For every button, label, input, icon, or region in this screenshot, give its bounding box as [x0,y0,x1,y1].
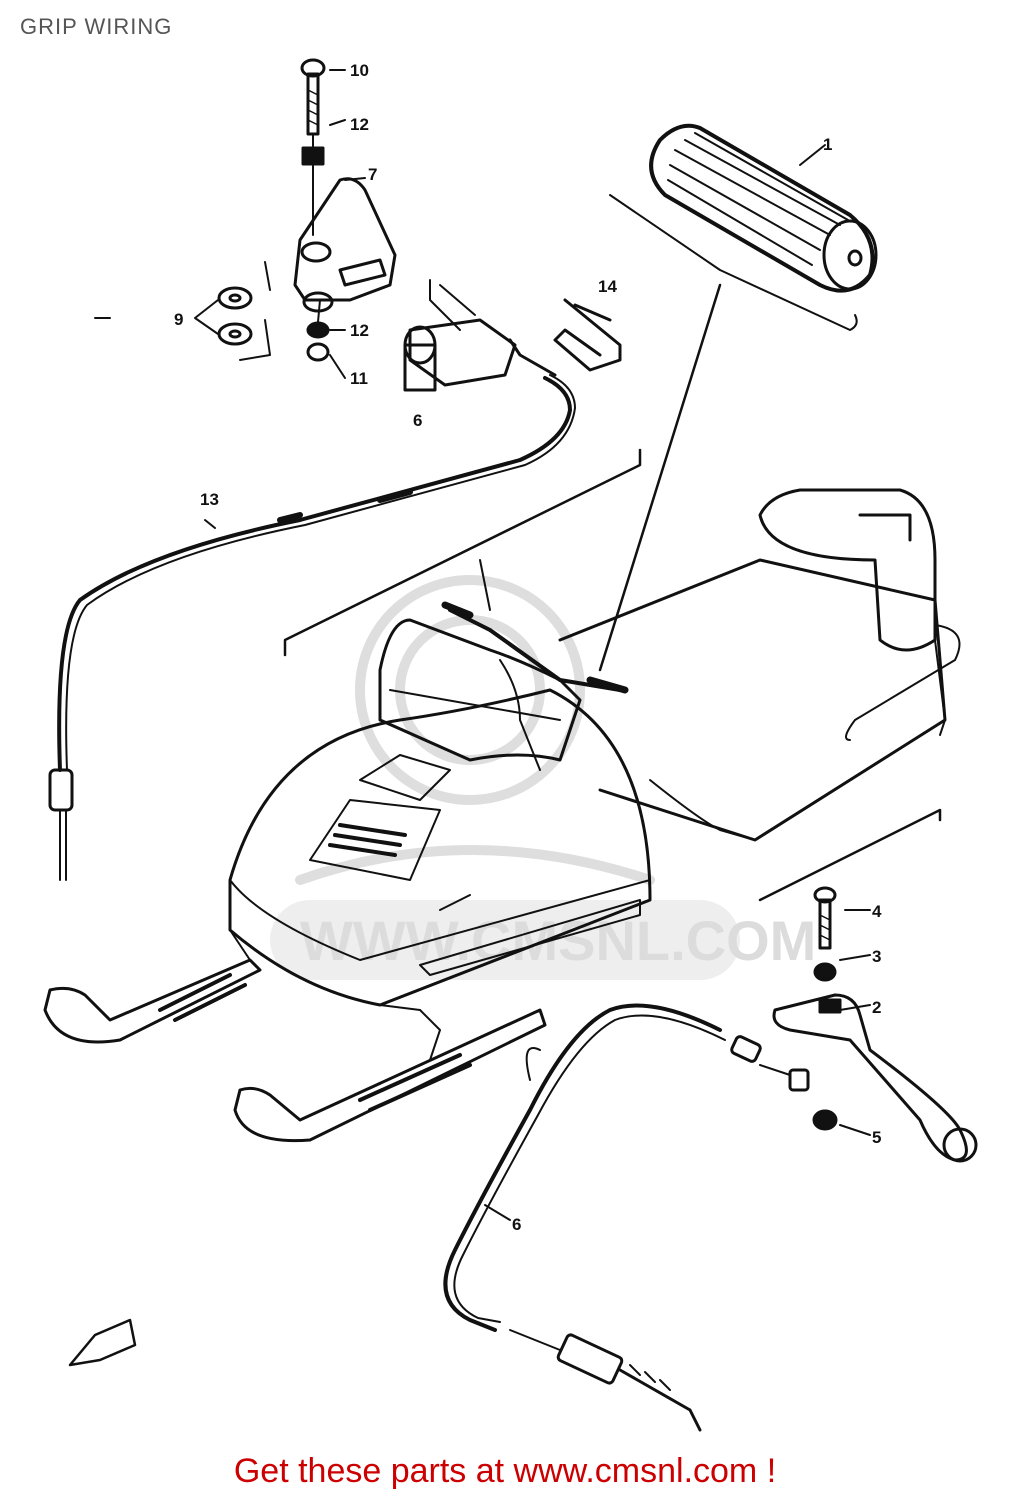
callout-4: 4 [872,902,882,921]
part-8-switch [403,279,557,392]
cmsnl-footer-link[interactable]: Get these parts at www.cmsnl.com ! [233,1452,777,1490]
part-1-grip [609,123,878,331]
part-12-spacer-top [301,146,325,166]
callout-2: 2 [872,998,881,1017]
part-10-bolt [300,58,326,136]
part-12-spacer-bottom [306,321,330,339]
part-13-wire-harness [48,374,576,881]
watermark-url: WWW.CMSNL.COM [300,909,816,972]
part-14-clip [553,298,622,372]
part-4-bolt [813,886,837,950]
callout-11: 11 [350,369,368,388]
callout-10: 10 [350,61,369,80]
part-6-cable [443,1003,810,1432]
part-3-spacer [813,962,837,982]
leader-lines [239,69,366,379]
callout-1: 1 [823,135,832,154]
callout-13: 13 [200,490,219,509]
callout-leaders [94,144,871,1221]
grip-wiring-diagram: WWW.CMSNL.COM [43,58,978,1432]
callout-12-lower: 12 [350,321,369,340]
page-title: GRIP WIRING [20,14,173,39]
fwd-arrow-icon [68,1318,137,1367]
callout-7: 7 [368,165,377,184]
part-5-nut [812,1109,838,1131]
callout-6-upper: 6 [413,411,422,430]
part-2-lever [772,993,978,1163]
callout-3: 3 [872,947,881,966]
part-9-washers [194,286,253,346]
part-7-bracket [293,177,397,313]
callout-5: 5 [872,1128,881,1147]
part-11-nut [306,342,330,362]
callout-14: 14 [598,277,617,296]
callout-12-upper: 12 [350,115,369,134]
callout-9: 9 [174,310,183,329]
assembly-bracket-lines [283,283,942,902]
callout-6-lower: 6 [512,1215,521,1234]
snowmobile-body [43,488,961,1143]
